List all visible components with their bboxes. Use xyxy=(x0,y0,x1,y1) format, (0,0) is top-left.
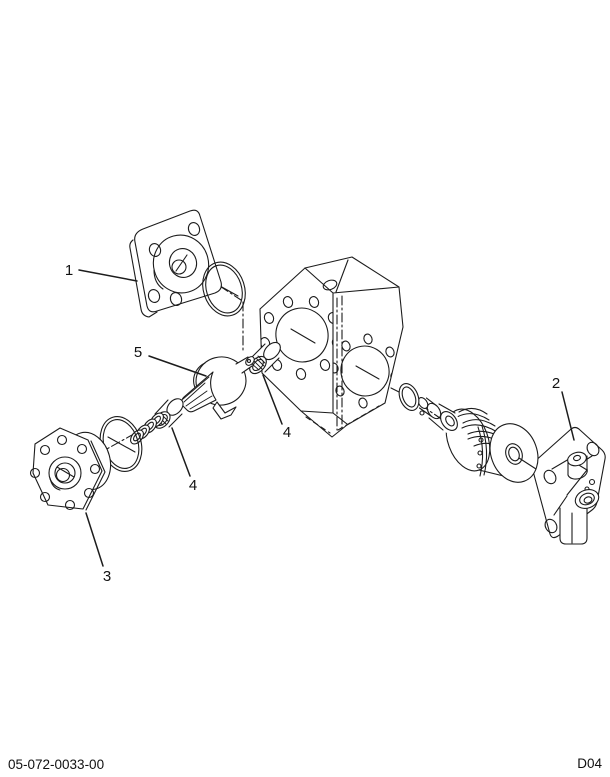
callout-label-2: 2 xyxy=(552,375,560,392)
callout-label-4-right: 4 xyxy=(283,424,291,441)
drive-gear-shaft xyxy=(181,356,255,420)
leader-callout-3 xyxy=(85,512,104,567)
callout-label-5: 5 xyxy=(134,344,142,361)
callout-label-3: 3 xyxy=(103,568,111,585)
gear-set xyxy=(445,407,539,483)
document-number: 05-072-0033-00 xyxy=(8,757,104,772)
callout-label-4-left: 4 xyxy=(189,477,197,494)
pump-housing xyxy=(259,256,404,438)
leader-callout-4-right xyxy=(262,374,283,425)
coupling-bushing xyxy=(417,397,462,436)
leader-callout-5 xyxy=(148,355,207,377)
footer: 05-072-0033-00 D04 xyxy=(8,756,602,772)
page-code: D04 xyxy=(577,756,602,771)
leader-callout-2 xyxy=(561,391,575,441)
callout-leader-lines xyxy=(78,269,575,567)
callout-label-1: 1 xyxy=(65,262,73,279)
rear-cover-flange xyxy=(29,427,112,511)
o-ring-front xyxy=(202,261,246,317)
rear-mounting-bracket xyxy=(530,426,606,545)
front-mounting-flange xyxy=(129,209,222,318)
splined-bushing-right xyxy=(249,341,281,375)
washer-ring xyxy=(398,383,420,411)
leader-callout-4-left xyxy=(171,427,191,477)
leader-callout-1 xyxy=(78,269,138,282)
